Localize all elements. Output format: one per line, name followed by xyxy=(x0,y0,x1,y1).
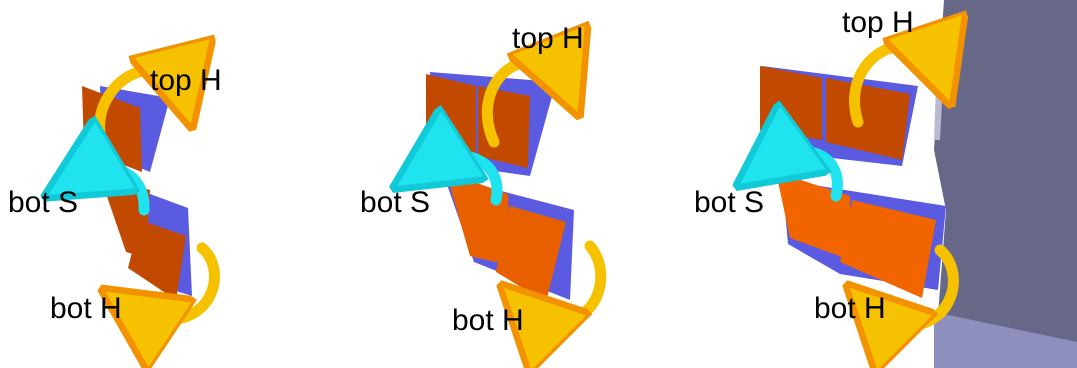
panel-1-bottom-hinge-arrow xyxy=(136,242,220,320)
panel-3: top H bot S bot H xyxy=(694,0,1077,368)
panel-2-mid-label: bot S xyxy=(360,186,430,219)
panel-3-mid-label: bot S xyxy=(694,186,764,219)
panel-1: top H bot S bot H xyxy=(8,64,222,325)
panel-1-mid-label: bot S xyxy=(8,186,78,219)
panel-1-bottom-label: bot H xyxy=(50,292,122,325)
panel-2-top-label: top H xyxy=(512,22,584,55)
panel-3-top-hinge-arrow xyxy=(849,46,938,128)
panel-3-wall-edge xyxy=(934,312,1077,368)
panel-3-top-label: top H xyxy=(842,6,914,39)
panel-2-spring-arrow xyxy=(428,156,503,206)
panel-1-top-label: top H xyxy=(150,64,222,97)
panel-3-wall xyxy=(934,0,1077,368)
panel-3-bottom-label: bot H xyxy=(814,292,886,325)
panel-3-spring-arrow xyxy=(770,151,843,202)
panel-3-bottom-front-plate-right xyxy=(840,200,936,298)
panel-1-bottom-front-plate-b xyxy=(128,220,186,300)
panel-3-bottom-hinge-arrow xyxy=(876,244,959,326)
panel-1-spring-arrow xyxy=(80,168,150,216)
panel-2-bottom-hinge-arrow xyxy=(530,240,607,322)
panel-3-top-front-plate-left xyxy=(760,66,822,140)
panel-2-top-front-plate-left xyxy=(426,74,476,154)
panel-2-bottom-label: bot H xyxy=(452,304,524,337)
panel-2: top H bot S bot H xyxy=(360,22,607,337)
